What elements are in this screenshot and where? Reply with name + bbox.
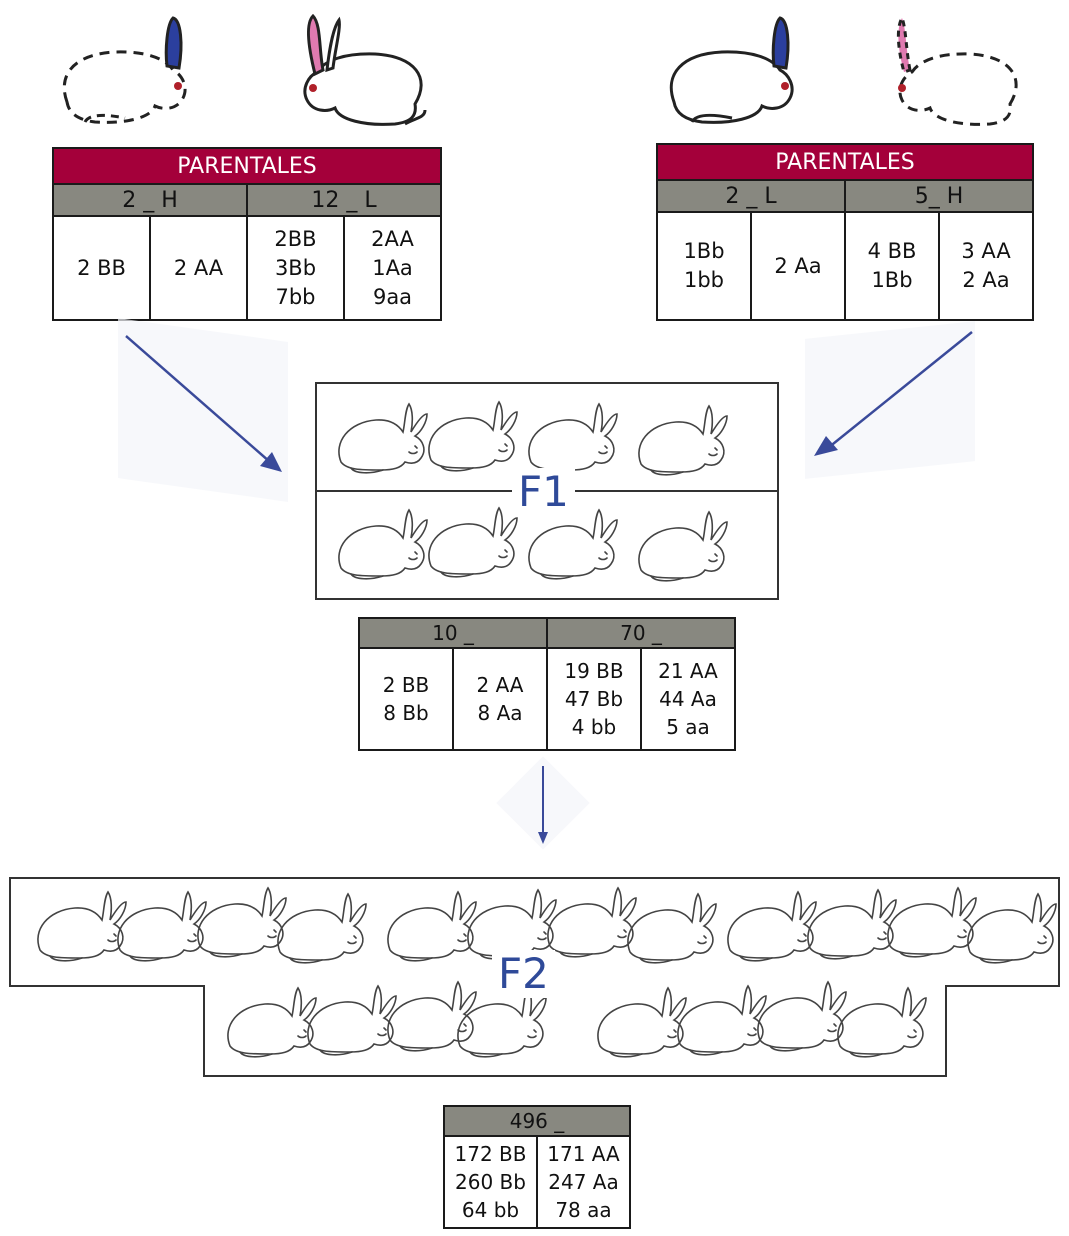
f1-rabbits-panel: F1: [315, 382, 779, 600]
parental-title: PARENTALES: [655, 143, 1035, 181]
group-header: 2 _ H: [52, 183, 248, 217]
parent-rabbit-dashed-pink-ear: [896, 14, 1018, 126]
genotype-cell: 2 AA: [149, 215, 248, 321]
parent-rabbit-blue-ear: [669, 16, 794, 124]
arrow-right-to-f1: [814, 331, 973, 456]
f1-label: F1: [512, 468, 575, 516]
arrow-to-f2: [538, 766, 548, 844]
genotype-cell: 3 AA 2 Aa: [937, 211, 1035, 321]
group-header: 10 _: [358, 617, 548, 649]
genotype-cell: 4 BB 1Bb: [844, 211, 940, 321]
group-header: 5_ H: [843, 179, 1035, 213]
group-header: 12 _ L: [245, 183, 443, 217]
group-header: 496 _: [443, 1105, 631, 1137]
parental-table-left: PARENTALES 2 _ H 12 _ L 2 BB 2 AA 2BB 3B…: [51, 147, 443, 321]
genotype-cell: 2 Aa: [750, 211, 846, 321]
f2-label: F2: [492, 950, 555, 998]
genotype-cell: 2 BB: [52, 215, 151, 321]
genotype-cell: 2AA 1Aa 9aa: [342, 215, 443, 321]
genotype-cell: 2 BB 8 Bb: [358, 647, 454, 751]
genotype-cell: 171 AA 247 Aa 78 aa: [536, 1135, 631, 1229]
group-header: 70 _: [546, 617, 736, 649]
group-header: 2 _ L: [656, 179, 846, 213]
parental-table-right: PARENTALES 2 _ L 5_ H 1Bb 1bb 2 Aa 4 BB …: [655, 143, 1035, 321]
genotype-cell: 1Bb 1bb: [656, 211, 752, 321]
genotype-cell: 19 BB 47 Bb 4 bb: [546, 647, 642, 751]
genotype-cell: 2BB 3Bb 7bb: [246, 215, 345, 321]
parent-rabbit-dashed-blue-ear: [62, 16, 187, 124]
parent-rabbit-pink-ear: [303, 13, 427, 126]
genotype-cell: 21 AA 44 Aa 5 aa: [640, 647, 736, 751]
f1-table: 10 _ 70 _ 2 BB 8 Bb 2 AA 8 Aa 19 BB 47 B…: [358, 617, 736, 751]
genotype-cell: 172 BB 260 Bb 64 bb: [443, 1135, 538, 1229]
genotype-cell: 2 AA 8 Aa: [452, 647, 548, 751]
arrow-left-to-f1: [125, 335, 282, 472]
f2-table: 496 _ 172 BB 260 Bb 64 bb 171 AA 247 Aa …: [443, 1105, 631, 1229]
parental-title: PARENTALES: [51, 147, 443, 185]
